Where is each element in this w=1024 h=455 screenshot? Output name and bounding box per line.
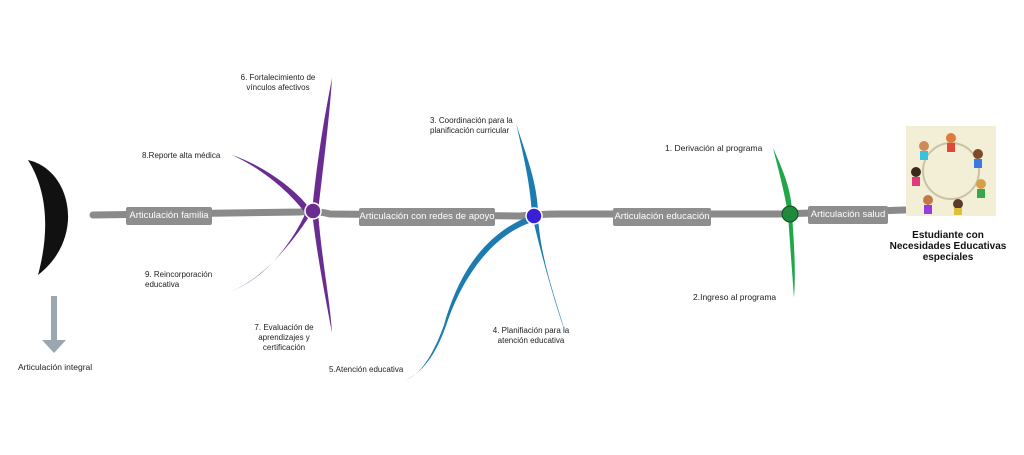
blue-branch <box>406 123 566 380</box>
step-7-label: 7. Evaluación de aprendizajes y certific… <box>254 323 314 352</box>
green-branch <box>773 148 795 298</box>
purple-branch <box>228 78 332 333</box>
result-label: Articulación integral <box>18 362 93 372</box>
green-node <box>781 205 799 223</box>
fish-head-shape <box>28 160 69 275</box>
step-6-label: 6. Fortalecimiento de vínculos afectivos <box>240 73 316 92</box>
step-3-label: 3. Coordinación para la planificación cu… <box>430 116 513 135</box>
step-9-label: 9. Reincorporación educativa <box>145 270 213 289</box>
blue-node <box>525 207 543 225</box>
segment-educacion: Articulación educación <box>613 208 711 226</box>
step-2-label: 2.Ingreso al programa <box>693 292 777 302</box>
purple-node <box>304 202 322 220</box>
students-circle-illustration <box>906 126 996 216</box>
segment-familia: Articulación familia <box>126 207 212 225</box>
step-5-label: 5.Atención educativa <box>329 365 404 374</box>
segment-salud: Articulación salud <box>808 206 888 224</box>
step-8-label: 8.Reporte alta médica <box>142 151 221 160</box>
down-arrow-icon <box>42 296 66 353</box>
student-title: Estudiante con Necesidades Educativas es… <box>889 230 1007 263</box>
step-4-label: 4. Planifiación para la atención educati… <box>492 326 570 345</box>
segment-redes: Articulación con redes de apoyo <box>359 208 495 226</box>
step-1-label: 1. Derivación al programa <box>665 143 763 153</box>
